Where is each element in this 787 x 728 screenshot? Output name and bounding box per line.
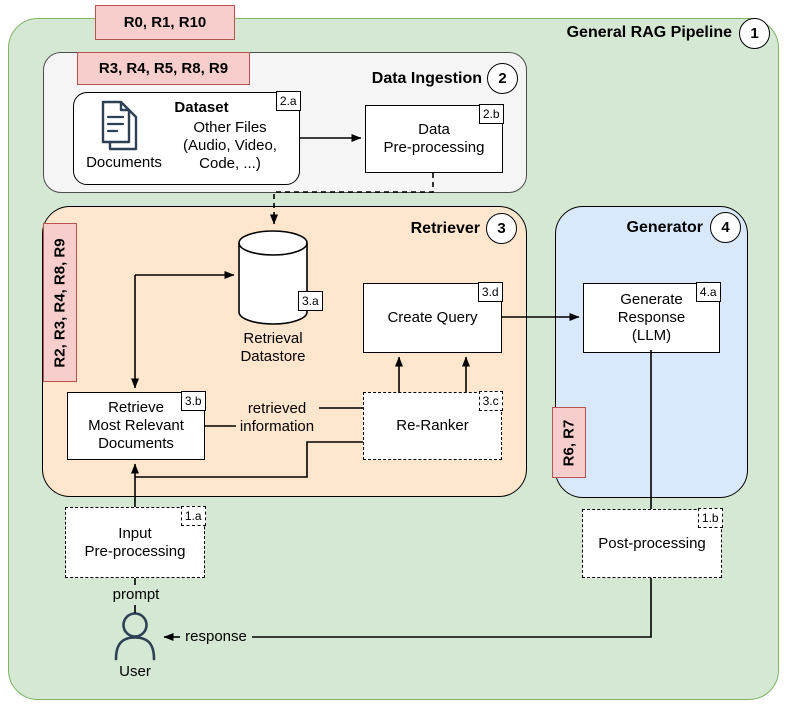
dataset-other-files: Other Files (Audio, Video, Code, ...) xyxy=(183,119,277,172)
documents-label: Documents xyxy=(86,154,162,171)
dataset-tag: 2.a xyxy=(275,91,301,112)
data-ingestion-requirements-badge: R3, R4, R5, R8, R9 xyxy=(77,52,250,85)
retrieval-datastore-tag: 3.a xyxy=(298,291,323,311)
retrieval-datastore-cylinder xyxy=(238,230,308,325)
create-query-tag: 3.d xyxy=(477,282,503,303)
generator-requirements-badge: R6, R7 xyxy=(552,407,586,478)
post-processing-label: Post-processing xyxy=(598,534,706,552)
data-ingestion-step-number: 2 xyxy=(498,70,507,87)
response-label: response xyxy=(185,628,247,645)
generator-requirements-text: R6, R7 xyxy=(560,419,578,466)
dataset-node: 2.a Documents Dataset Other Files (Audio… xyxy=(73,91,301,185)
retrieved-information-label: retrieved information xyxy=(239,400,315,435)
pipeline-requirements-badge: R0, R1, R10 xyxy=(95,5,235,40)
input-preprocessing-label: Input Pre-processing xyxy=(84,524,186,560)
data-ingestion-title: Data Ingestion xyxy=(371,70,482,87)
retrieve-documents-tag: 3.b xyxy=(180,391,206,412)
reranker-label: Re-Ranker xyxy=(396,417,469,434)
pipeline-step-circle: 1 xyxy=(739,18,770,49)
documents-icon xyxy=(101,100,138,151)
pipeline-title: General RAG Pipeline xyxy=(566,24,732,41)
post-processing-tag: 1.b xyxy=(697,508,723,529)
data-preprocessing-tag: 2.b xyxy=(478,104,504,125)
create-query-node: 3.d Create Query xyxy=(363,282,503,353)
create-query-label: Create Query xyxy=(387,309,478,326)
post-processing-node: 1.b Post-processing xyxy=(582,508,723,578)
generator-step-number: 4 xyxy=(721,219,730,236)
generate-response-node: 4.a Generate Response (LLM) xyxy=(583,282,721,353)
retriever-title: Retriever xyxy=(410,220,480,237)
generate-response-tag: 4.a xyxy=(695,282,721,303)
input-preprocessing-node: 1.a Input Pre-processing xyxy=(65,506,206,578)
reranker-node: 3.c Re-Ranker xyxy=(363,391,503,460)
generator-title: Generator xyxy=(626,219,703,236)
generate-response-label: Generate Response (LLM) xyxy=(617,291,686,344)
data-preprocessing-label: Data Pre-processing xyxy=(383,121,485,156)
generator-step-circle: 4 xyxy=(710,212,741,243)
retriever-requirements-text: R2, R3, R4, R8, R9 xyxy=(51,237,69,368)
prompt-label: prompt xyxy=(112,586,160,603)
pipeline-step-number: 1 xyxy=(750,25,759,42)
input-preprocessing-tag: 1.a xyxy=(180,506,206,527)
retriever-step-number: 3 xyxy=(497,220,506,237)
retriever-step-circle: 3 xyxy=(486,213,517,244)
retrieval-datastore-label: Retrieval Datastore xyxy=(240,330,306,365)
retriever-requirements-badge: R2, R3, R4, R8, R9 xyxy=(43,223,77,382)
user-icon xyxy=(114,612,156,661)
retrieve-documents-label: Retrieve Most Relevant Documents xyxy=(88,399,184,452)
user-label: User xyxy=(119,663,151,680)
data-preprocessing-node: 2.b Data Pre-processing xyxy=(365,104,504,173)
data-ingestion-step-circle: 2 xyxy=(487,63,518,94)
reranker-tag: 3.c xyxy=(478,391,503,412)
retrieve-documents-node: 3.b Retrieve Most Relevant Documents xyxy=(67,391,206,460)
dataset-title: Dataset xyxy=(174,99,229,116)
